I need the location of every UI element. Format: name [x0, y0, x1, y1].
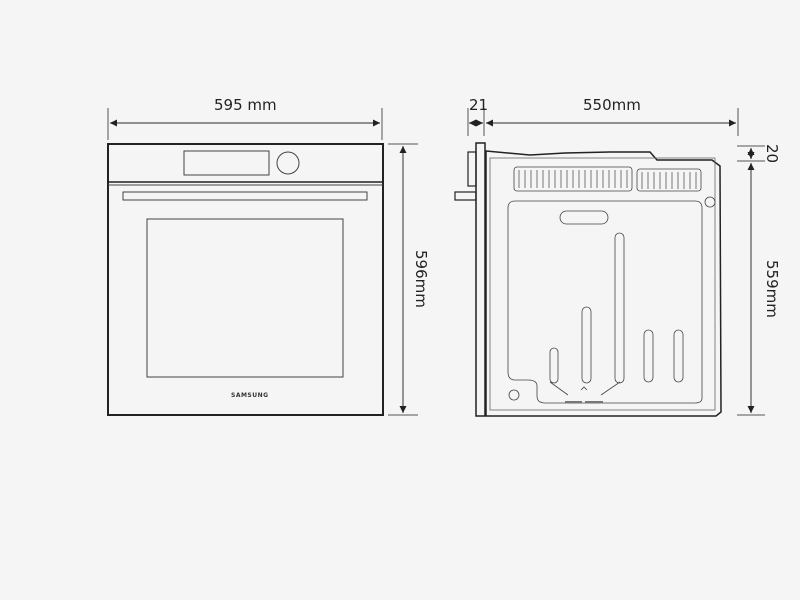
top-offset-label: 20	[763, 144, 781, 164]
side-view	[454, 108, 765, 417]
side-height-label: 559mm	[763, 260, 781, 318]
brand-logo: SAMSUNG	[231, 392, 269, 399]
control-knob	[276, 151, 300, 175]
front-height-label: 596mm	[412, 250, 430, 308]
door-handle	[122, 191, 368, 201]
display-panel	[183, 150, 270, 176]
door-depth-label: 21	[469, 96, 489, 114]
vent-slots	[513, 166, 702, 192]
front-view	[107, 108, 418, 416]
side-depth-label: 550mm	[583, 96, 641, 114]
front-width-label: 595 mm	[214, 96, 277, 114]
door-window	[146, 218, 344, 378]
